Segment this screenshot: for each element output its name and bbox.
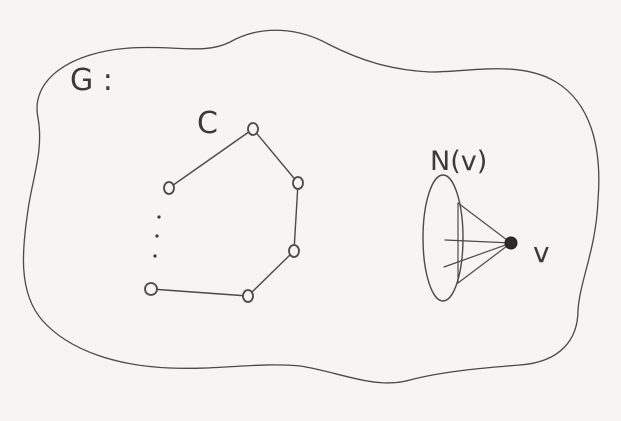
neighborhood-edges [443, 202, 512, 284]
neighbor-edge [457, 242, 512, 284]
neighbor-edge [457, 202, 512, 244]
graph-boundary [22, 29, 600, 384]
graph-label: G : [70, 63, 113, 98]
ellipsis-dot [153, 254, 157, 258]
cycle-vertices [144, 122, 304, 303]
cycle-label: C [197, 106, 218, 141]
ellipsis-dot [155, 234, 159, 238]
cycle-vertex [242, 289, 254, 303]
cycle-vertex [288, 244, 300, 258]
neighborhood-label: N(v) [430, 146, 487, 177]
vertex-label: v [533, 236, 550, 269]
cycle-ellipsis [153, 215, 161, 258]
cycle-edge [252, 128, 299, 184]
cycle-edge [150, 288, 249, 297]
cycle-vertex [247, 122, 259, 136]
cycle-vertex [292, 176, 304, 190]
cycle-edge [247, 250, 295, 297]
neighbor-edge [444, 239, 512, 244]
cycle-vertex [163, 181, 175, 195]
vertex-v [504, 236, 518, 250]
neighborhood-set [422, 174, 464, 302]
cycle-edges [150, 128, 299, 297]
ellipsis-dot [157, 215, 161, 219]
cycle-edge [168, 128, 254, 189]
cycle-edge [293, 182, 299, 252]
cycle-vertex [144, 282, 158, 296]
neighbor-edge [443, 242, 512, 268]
